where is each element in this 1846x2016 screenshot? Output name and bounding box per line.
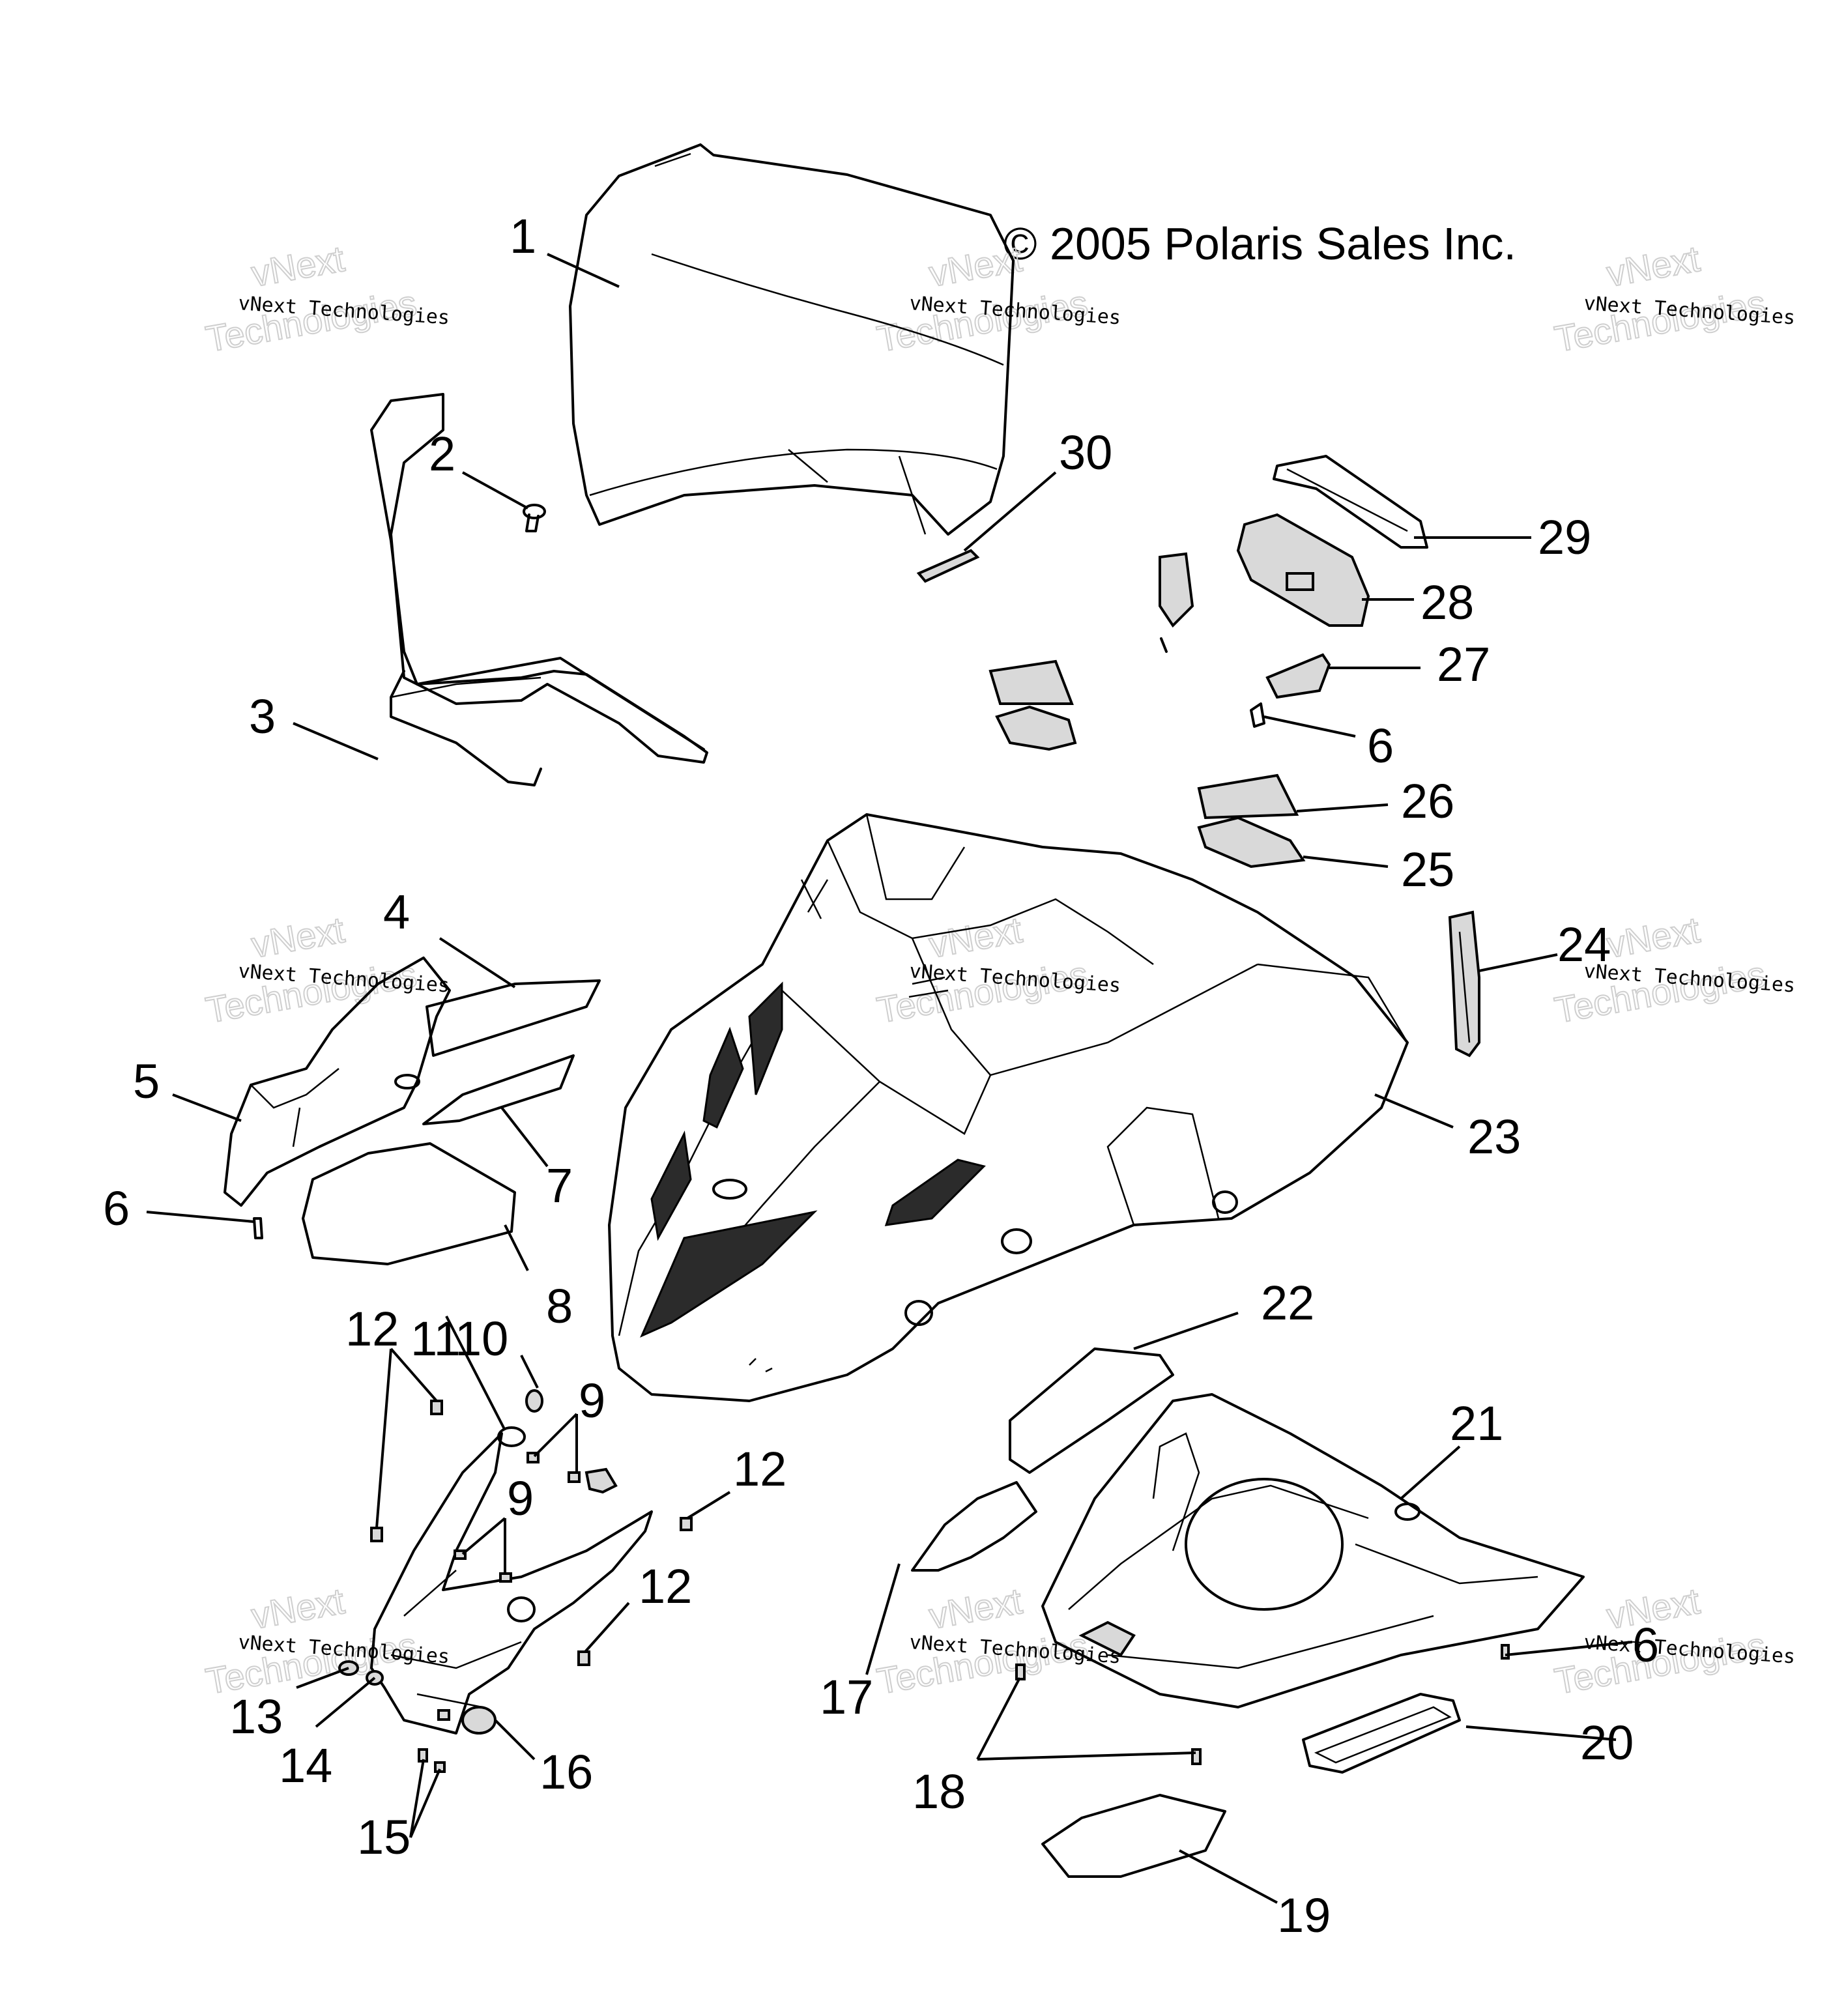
gauge-bracket xyxy=(1159,552,1194,653)
decal-8 xyxy=(302,1142,516,1265)
watermark-1: vNext Technologies vNext Technologies xyxy=(202,237,450,360)
callout-15: 15 xyxy=(357,1810,411,1864)
bolt-10 xyxy=(525,1389,543,1413)
watermark-8: vNext Technologies vNext Technologies xyxy=(873,1579,1121,1703)
callout-22: 22 xyxy=(1261,1276,1314,1330)
callout-5: 5 xyxy=(133,1054,160,1108)
windshield-screw xyxy=(523,504,546,532)
svg-text:vNext: vNext xyxy=(1604,909,1703,966)
nut-12-d xyxy=(577,1650,590,1666)
nut-12-c xyxy=(680,1517,693,1531)
screw-6-right xyxy=(1501,1644,1510,1660)
callout-16: 16 xyxy=(540,1745,593,1799)
decal-19 xyxy=(1041,1794,1226,1878)
switch-cover-26 xyxy=(1197,773,1299,820)
spring-11b xyxy=(584,1467,618,1494)
callout-numbers: 1 2 3 4 5 6 7 8 9 10 11 12 13 14 15 16 1… xyxy=(103,209,1659,1942)
nose-bumper xyxy=(370,1432,653,1735)
windshield-trim xyxy=(370,393,708,786)
callout-9-lower: 9 xyxy=(507,1471,534,1525)
watermark-4: vNext Technologies vNext Technologies xyxy=(202,908,450,1031)
decal-4 xyxy=(425,979,601,1057)
watermark-5: vNext Technologies vNext Technologies xyxy=(873,908,1121,1031)
switch-cover xyxy=(988,659,1077,751)
decal-22 xyxy=(1009,1347,1174,1474)
side-panel xyxy=(224,957,451,1207)
svg-text:vNext: vNext xyxy=(248,1580,347,1637)
svg-text:vNext: vNext xyxy=(1604,238,1703,295)
callout-24: 24 xyxy=(1557,917,1611,972)
callout-13: 13 xyxy=(229,1690,283,1744)
callout-10: 10 xyxy=(455,1312,508,1366)
copyright-text: © 2005 Polaris Sales Inc. xyxy=(1003,218,1516,269)
intake-grille xyxy=(1302,1693,1461,1774)
screw-6-left xyxy=(253,1217,263,1239)
callout-12: 12 xyxy=(345,1302,399,1356)
callout-7: 7 xyxy=(546,1159,573,1213)
callout-26: 26 xyxy=(1401,774,1454,828)
windshield xyxy=(569,143,1015,536)
screw-9-d xyxy=(499,1572,512,1583)
spring-11 xyxy=(497,1426,526,1447)
callout-17: 17 xyxy=(820,1670,873,1724)
decal-7 xyxy=(422,1054,575,1125)
callout-29: 29 xyxy=(1538,510,1591,564)
callout-25: 25 xyxy=(1401,842,1454,897)
callout-4: 4 xyxy=(383,885,410,939)
svg-text:vNext: vNext xyxy=(926,1580,1025,1637)
screw-9-b xyxy=(568,1471,581,1483)
callout-8: 8 xyxy=(546,1279,573,1333)
windshield-bracket xyxy=(916,549,980,583)
callout-30: 30 xyxy=(1059,425,1112,480)
switch-base-25 xyxy=(1197,816,1306,869)
callout-6-upper: 6 xyxy=(1367,719,1394,773)
watermark-6: vNext Technologies vNext Technologies xyxy=(1551,908,1796,1031)
callout-19: 19 xyxy=(1277,1888,1331,1942)
clip-27 xyxy=(1265,653,1331,699)
decal-17 xyxy=(911,1481,1037,1572)
callout-28: 28 xyxy=(1421,575,1474,629)
nut-12-a xyxy=(430,1400,443,1415)
belly-pan xyxy=(1041,1393,1585,1708)
callout-12-lower: 12 xyxy=(639,1559,692,1613)
callout-21: 21 xyxy=(1450,1396,1503,1450)
callout-1: 1 xyxy=(510,209,536,263)
watermark-3: vNext Technologies vNext Technologies xyxy=(1551,237,1796,360)
callout-11: 11 xyxy=(411,1312,461,1366)
callout-6: 6 xyxy=(103,1181,130,1235)
screw-15-a xyxy=(437,1709,450,1721)
callout-12-right: 12 xyxy=(733,1442,786,1496)
leader-lines xyxy=(146,253,1633,1904)
fasteners-18 xyxy=(1015,1663,1202,1765)
callout-9: 9 xyxy=(579,1374,605,1428)
gauge-housing xyxy=(1236,513,1370,627)
svg-text:vNext: vNext xyxy=(926,238,1025,295)
gauge-lens xyxy=(1273,455,1428,549)
svg-text:vNext: vNext xyxy=(248,909,347,966)
callout-2: 2 xyxy=(429,427,455,481)
callout-20: 20 xyxy=(1580,1716,1634,1770)
screw-6-upper xyxy=(1250,702,1265,728)
callout-14: 14 xyxy=(279,1738,332,1793)
watermark-7: vNext Technologies vNext Technologies xyxy=(202,1579,450,1703)
callout-23: 23 xyxy=(1467,1110,1521,1164)
hood xyxy=(608,813,1409,1402)
callout-6-right: 6 xyxy=(1632,1618,1659,1672)
hood-handle xyxy=(1448,910,1480,1058)
callout-18: 18 xyxy=(912,1764,966,1819)
nut-12-b xyxy=(370,1527,383,1542)
callout-27: 27 xyxy=(1437,637,1490,691)
watermark-9: vNext Technologies vNext Technologies xyxy=(1551,1579,1796,1703)
callout-3: 3 xyxy=(249,689,276,743)
svg-text:vNext: vNext xyxy=(248,238,347,295)
